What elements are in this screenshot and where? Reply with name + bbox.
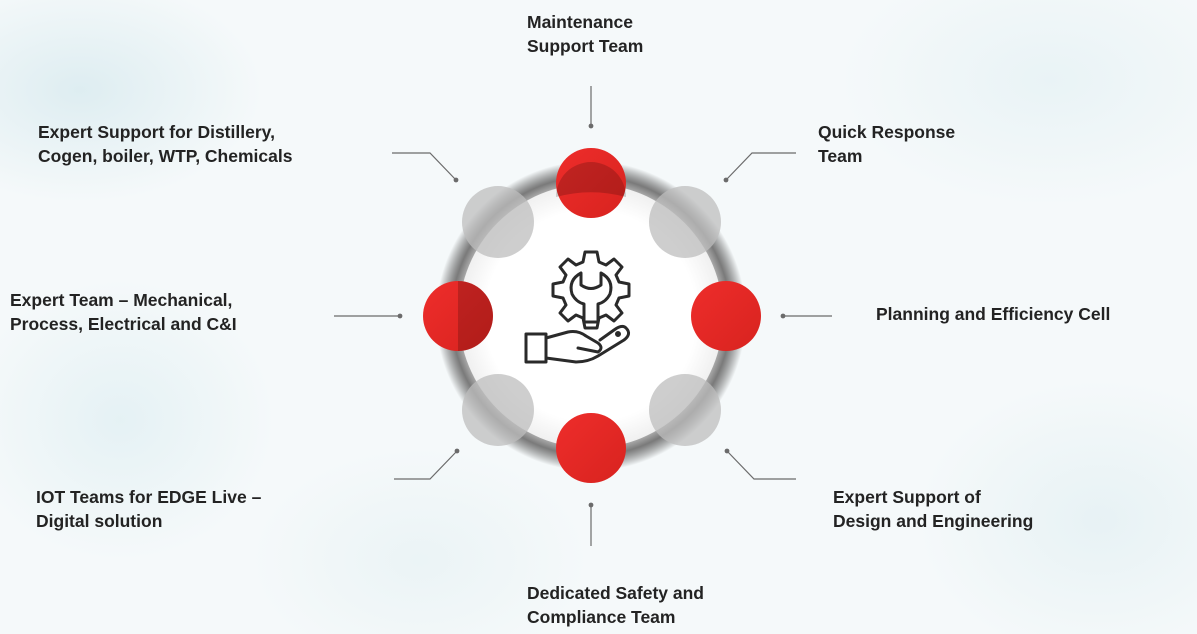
label-expert-team-mechanical: Expert Team – Mechanical, Process, Elect… — [10, 290, 237, 334]
connector-dot-right — [780, 313, 786, 319]
inner-circle — [459, 184, 723, 448]
node-bottom — [556, 413, 626, 483]
node-overlap-shading — [458, 162, 626, 351]
node-top-right — [649, 186, 721, 258]
node-right — [691, 281, 761, 351]
connector-dot-left — [397, 313, 403, 319]
connector-dot-top-left — [453, 177, 459, 183]
connector-dot-top — [588, 123, 594, 129]
connector-dot-top-right — [723, 177, 729, 183]
node-left — [423, 281, 493, 351]
label-design-engineering: Expert Support of Design and Engineering — [833, 487, 1034, 531]
node-bottom-right — [649, 374, 721, 446]
gear-hand-icon — [524, 250, 631, 364]
connector-dot-bottom-right — [724, 448, 730, 454]
label-quick-response-team: Quick Response Team — [818, 122, 956, 166]
label-safety-compliance: Dedicated Safety and Compliance Team — [527, 583, 704, 627]
connector-top-left — [392, 152, 457, 181]
node-top-left — [462, 186, 534, 258]
node-bottom-left — [462, 374, 534, 446]
label-planning-efficiency-cell: Planning and Efficiency Cell — [876, 304, 1111, 324]
connector-dot-bottom — [588, 502, 594, 508]
connector-lines — [334, 86, 832, 546]
label-expert-support-distillery: Expert Support for Distillery, Cogen, bo… — [38, 122, 293, 166]
connector-bottom-right — [726, 450, 796, 480]
label-maintenance-support-team: Maintenance Support Team — [527, 12, 644, 56]
node-top — [556, 148, 626, 218]
connector-top-right — [725, 152, 796, 181]
connector-bottom-left — [394, 450, 458, 480]
red-nodes — [423, 148, 761, 483]
connector-dot-bottom-left — [454, 448, 460, 454]
label-iot-teams: IOT Teams for EDGE Live – Digital soluti… — [36, 487, 262, 531]
gray-nodes — [462, 186, 721, 446]
